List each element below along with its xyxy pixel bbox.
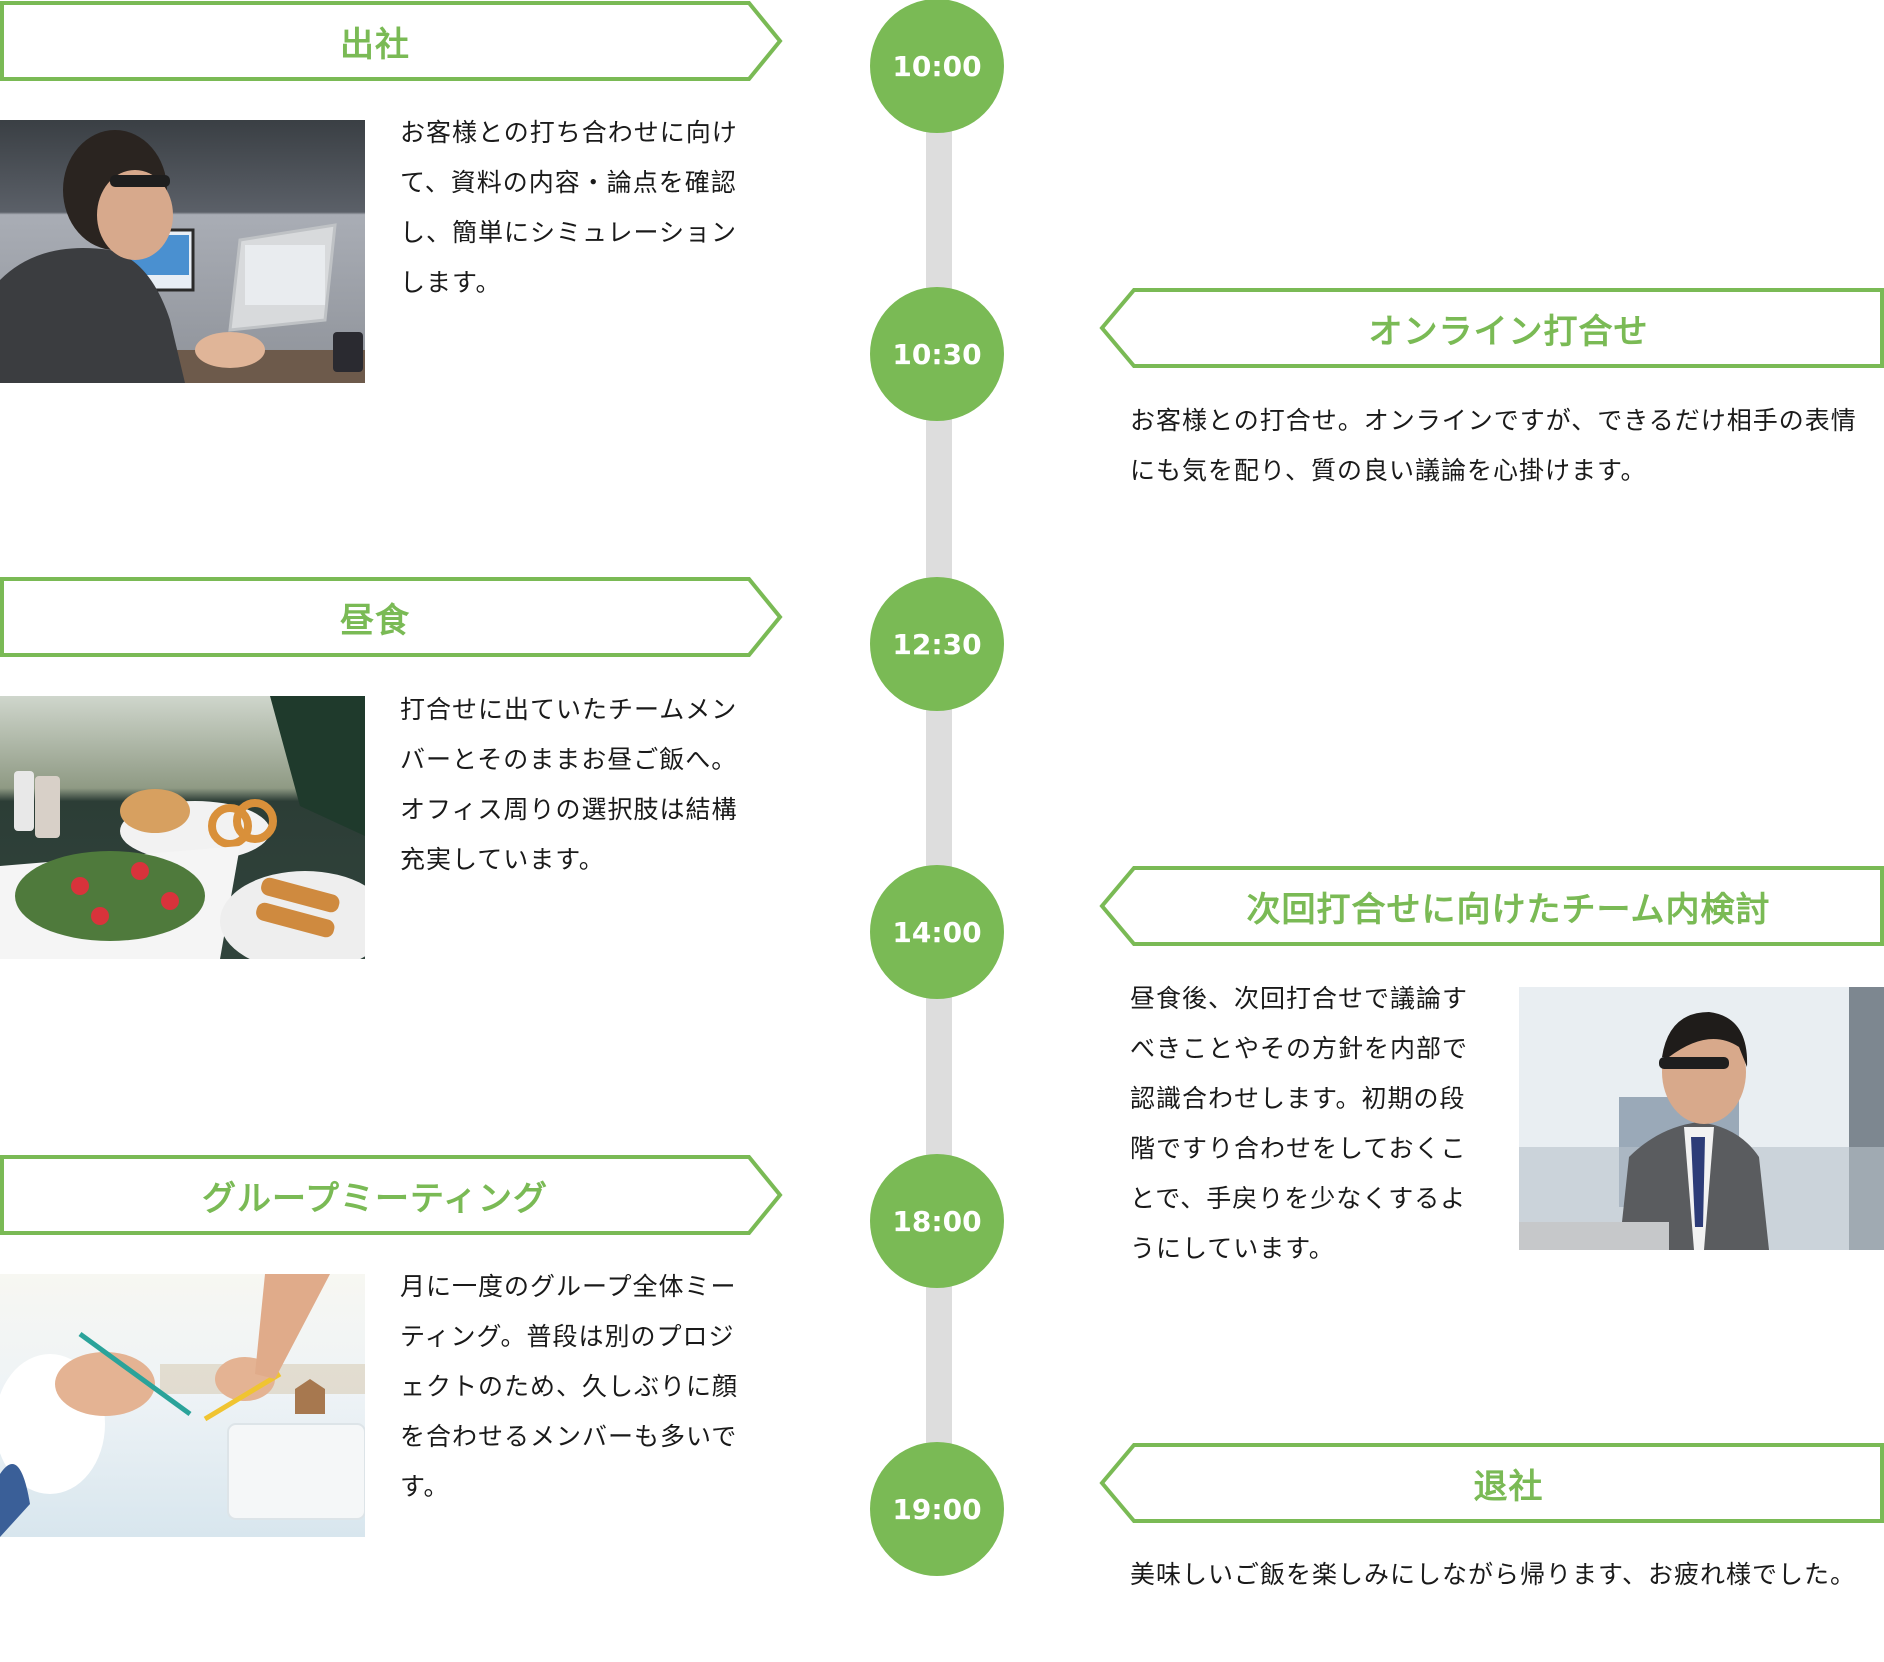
lunch-food-photo (0, 696, 365, 959)
time-marker-1800: 18:00 (870, 1154, 1004, 1288)
arrow-box-left-shape (1099, 1443, 1884, 1523)
time-marker-1030: 10:30 (870, 287, 1004, 421)
arrow-box-right-shape (0, 1, 783, 81)
time-label: 18:00 (892, 1204, 982, 1238)
event-description: 昼食後、次回打合せで議論すべきことやその方針を内部で認識合わせします。初期の段階… (1130, 984, 1469, 1263)
event-title: オンライン打合せ (1368, 311, 1649, 352)
time-label: 10:00 (892, 49, 982, 83)
event-description: 打合せに出ていたチームメンバーとそのままお昼ご飯へ。オフィス周りの選択肢は結構充… (400, 695, 738, 874)
event-header-team-review: 次回打合せに向けたチーム内検討 (1099, 866, 1884, 946)
arrow-box-left-shape (1099, 288, 1884, 368)
event-header-leave: 退社 (1099, 1443, 1884, 1523)
event-header-group-meeting: グループミーティング (0, 1155, 783, 1235)
event-title: 退社 (1473, 1466, 1544, 1507)
man-in-meeting-photo (1519, 987, 1884, 1250)
time-label: 10:30 (892, 337, 982, 371)
event-title: グループミーティング (202, 1178, 548, 1219)
event-title: 次回打合せに向けたチーム内検討 (1246, 889, 1771, 930)
event-header-online-meeting: オンライン打合せ (1099, 288, 1884, 368)
event-title: 出社 (340, 24, 410, 65)
time-label: 12:30 (892, 627, 982, 661)
meeting-desk-photo (0, 1274, 365, 1537)
man-working-on-laptop-photo (0, 120, 365, 383)
event-description: 美味しいご飯を楽しみにしながら帰ります、お疲れ様でした。 (1130, 1560, 1857, 1589)
event-title: 昼食 (340, 600, 410, 641)
event-description: お客様との打ち合わせに向けて、資料の内容・論点を確認し、簡単にシミュレーションし… (400, 118, 738, 297)
time-label: 19:00 (892, 1492, 982, 1526)
time-marker-1000: 10:00 (870, 0, 1004, 133)
event-description: 月に一度のグループ全体ミーティング。普段は別のプロジェクトのため、久しぶりに顔を… (400, 1272, 739, 1501)
timeline-line (926, 66, 952, 1509)
arrow-box-right-shape (0, 577, 783, 657)
event-header-arrive: 出社 (0, 1, 783, 81)
time-marker-1400: 14:00 (870, 865, 1004, 999)
arrow-box-left-shape (1099, 866, 1884, 946)
time-label: 14:00 (892, 915, 982, 949)
arrow-box-right-shape (0, 1155, 783, 1235)
event-description: お客様との打合せ。オンラインですが、できるだけ相手の表情にも気を配り、質の良い議… (1130, 406, 1857, 485)
time-marker-1230: 12:30 (870, 577, 1004, 711)
time-marker-1900: 19:00 (870, 1442, 1004, 1576)
event-header-lunch: 昼食 (0, 577, 783, 657)
